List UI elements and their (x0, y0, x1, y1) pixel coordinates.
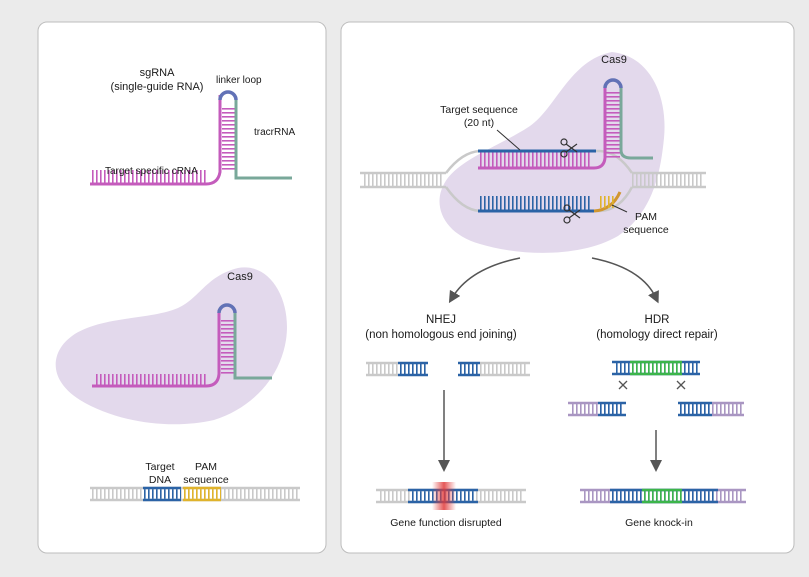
linker-loop-label: linker loop (216, 75, 262, 86)
hdr-title: HDR (645, 314, 670, 326)
hdr-subtitle: (homology direct repair) (596, 329, 718, 341)
scissors-icon-bottom (563, 204, 581, 224)
nhej-result-dna (376, 482, 526, 510)
pam-pointer (611, 204, 628, 213)
cas9-label-left: Cas9 (227, 271, 253, 283)
sgrna-structure (90, 90, 292, 186)
hdr-cross-left (618, 380, 628, 390)
hdr-cross-right (676, 380, 686, 390)
arrow-to-nhej (448, 257, 521, 304)
target-crna-label: Target specific cRNA (105, 166, 198, 177)
target-dna-label-1: Target (145, 461, 174, 473)
nhej-broken-dna (366, 361, 530, 377)
sgrna-in-cas9 (92, 303, 272, 388)
left-panel (37, 21, 327, 554)
target-sequence-length: (20 nt) (464, 117, 494, 129)
cut-site-highlight (432, 482, 456, 510)
sgrna-subtitle: (single-guide RNA) (111, 81, 204, 93)
right-panel (340, 21, 795, 554)
tracrrna-label: tracrRNA (254, 127, 295, 138)
target-sequence-label: Target sequence (440, 104, 518, 116)
pam-label-left-1: PAM (195, 461, 217, 473)
nhej-title: NHEJ (426, 314, 456, 326)
pam-label-right-1: PAM (635, 211, 657, 223)
hdr-result-label: Gene knock-in (625, 517, 693, 529)
pam-label-right-2: sequence (623, 224, 669, 236)
target-sequence-pointer (496, 129, 521, 151)
scissors-icon-top (560, 138, 578, 158)
pam-label-left-2: sequence (183, 474, 229, 486)
target-dna (90, 486, 300, 502)
nhej-subtitle: (non homologous end joining) (365, 329, 517, 341)
hdr-broken-dna (568, 401, 744, 417)
cas9-label-right: Cas9 (601, 54, 627, 66)
arrow-to-hdr (591, 257, 659, 304)
target-dna-label-2: DNA (149, 474, 171, 486)
sgrna-title: sgRNA (140, 67, 176, 79)
nhej-result-label: Gene function disrupted (390, 517, 502, 529)
hdr-donor-template (612, 360, 700, 376)
hdr-result-dna (580, 488, 746, 504)
